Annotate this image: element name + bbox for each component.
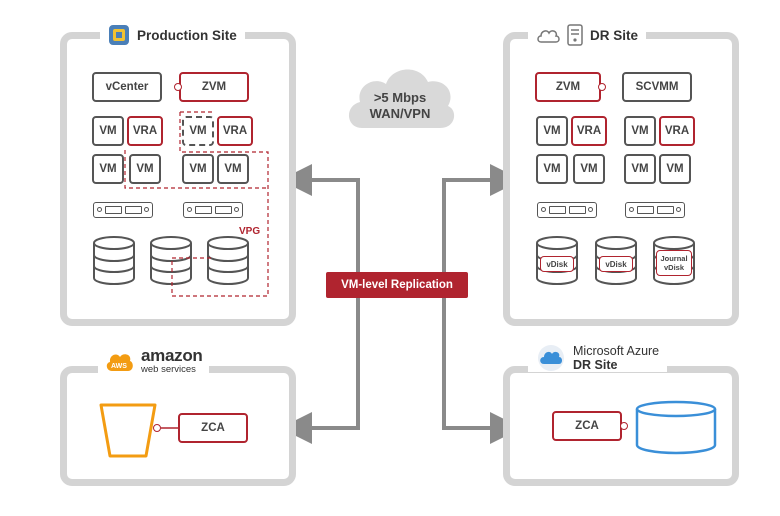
arrow-to-dr <box>442 164 522 272</box>
prod-vm-2: VM <box>182 116 214 146</box>
azure-zca-connector <box>620 422 628 430</box>
wan-bandwidth: >5 Mbps <box>373 90 427 105</box>
production-zvm-connector <box>174 83 182 91</box>
dr-vdisk-label-1: vDisk <box>540 256 574 272</box>
azure-header: Microsoft Azure DR Site <box>528 344 668 372</box>
prod-vra-1: VRA <box>127 116 163 146</box>
aws-bucket-icon <box>99 403 157 458</box>
aws-badge-icon: AWS <box>104 349 134 375</box>
prod-server-nic-2 <box>183 202 243 218</box>
dr-vm-3: VM <box>536 154 568 184</box>
aws-header: AWS amazon web services <box>98 346 209 376</box>
vcenter-box: vCenter <box>92 72 162 102</box>
prod-database-icon-2 <box>150 236 192 285</box>
azure-zca-box: ZCA <box>552 411 622 441</box>
aws-badge-text: AWS <box>111 363 127 370</box>
prod-vm-4: VM <box>129 154 161 184</box>
prod-vm-3: VM <box>92 154 124 184</box>
vpg-label: VPG <box>239 226 261 237</box>
vm-level-replication-badge: VM-level Replication <box>326 272 468 298</box>
azure-title: Microsoft Azure DR Site <box>573 344 659 372</box>
dr-vm-2: VM <box>624 116 656 146</box>
dr-site-title: DR Site <box>590 27 639 43</box>
production-site-title: Production Site <box>137 27 237 43</box>
dr-vm-1: VM <box>536 116 568 146</box>
dr-journal-vdisk-label: Journal vDisk <box>656 250 692 276</box>
azure-title-line1: Microsoft Azure <box>573 344 660 358</box>
wan-type: WAN/VPN <box>369 106 431 121</box>
azure-storage-icon <box>635 400 717 455</box>
journal-text: Journal <box>660 254 688 263</box>
production-zvm-box: ZVM <box>179 72 249 102</box>
arrow-to-aws <box>280 298 360 444</box>
azure-title-line2: DR Site <box>573 358 618 372</box>
dr-server-nic-2 <box>625 202 685 218</box>
scvmm-box: SCVMM <box>622 72 692 102</box>
dr-zvm-box: ZVM <box>535 72 601 102</box>
prod-vm-5: VM <box>182 154 214 184</box>
cloud-icon <box>536 26 560 44</box>
prod-database-icon-3 <box>207 236 249 285</box>
prod-server-nic-1 <box>93 202 153 218</box>
prod-vra-2: VRA <box>217 116 253 146</box>
aws-bucket-connector <box>153 424 161 432</box>
dr-zvm-connector <box>598 83 606 91</box>
dr-vm-4: VM <box>573 154 605 184</box>
aws-logo-webservices: web services <box>141 364 196 375</box>
prod-vm-1: VM <box>92 116 124 146</box>
arrow-to-azure <box>442 298 522 444</box>
dr-vdisk-label-2: vDisk <box>599 256 633 272</box>
production-site-header: Production Site <box>100 24 245 46</box>
dr-vra-1: VRA <box>571 116 607 146</box>
wan-cloud-icon <box>348 69 455 128</box>
arrow-to-production <box>280 164 360 272</box>
dr-vm-6: VM <box>659 154 691 184</box>
wan-cloud-label: >5 Mbps WAN/VPN <box>350 90 450 122</box>
prod-database-icon-1 <box>93 236 135 285</box>
azure-cloud-icon <box>536 344 566 372</box>
dr-vra-2: VRA <box>659 116 695 146</box>
server-tower-icon <box>567 24 583 46</box>
dr-vm-5: VM <box>624 154 656 184</box>
vmware-icon <box>108 24 130 46</box>
dr-server-nic-1 <box>537 202 597 218</box>
dr-site-header: DR Site <box>528 24 647 46</box>
prod-vm-6: VM <box>217 154 249 184</box>
aws-zca-box: ZCA <box>178 413 248 443</box>
aws-logo-amazon: amazon <box>141 346 203 365</box>
journal-vdisk-text: vDisk <box>663 263 684 272</box>
aws-logo: amazon web services <box>141 346 203 376</box>
